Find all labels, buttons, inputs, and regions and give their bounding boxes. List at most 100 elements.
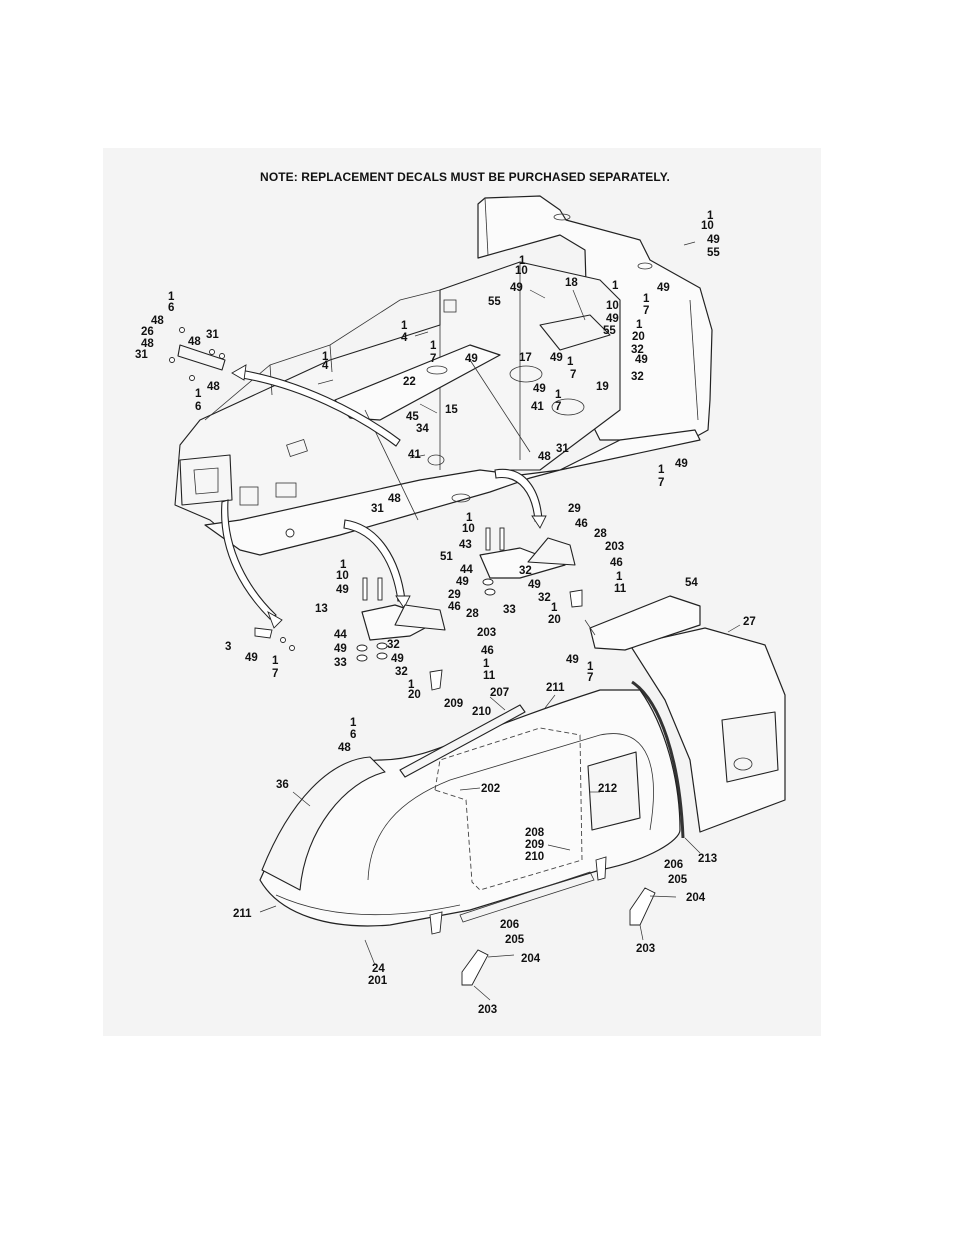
callout-label: 204 <box>686 892 706 904</box>
callout-label: 48 <box>538 451 551 463</box>
assembly-arrows <box>221 364 547 629</box>
callout-label: 211 <box>233 908 252 920</box>
callout-label: 1 <box>658 464 665 476</box>
callout-label: 19 <box>596 381 609 393</box>
callout-label: 34 <box>416 423 429 435</box>
callout-label: 11 <box>614 583 627 595</box>
callout-label: 32 <box>395 666 408 678</box>
callout-label: 10 <box>606 300 619 312</box>
callout-label: 10 <box>462 523 475 535</box>
callout-label: 49 <box>550 352 563 364</box>
callout-label: 7 <box>272 668 278 680</box>
callout-label: 31 <box>135 349 148 361</box>
callout-label: 41 <box>408 449 421 461</box>
callout-label: 1 <box>707 210 714 222</box>
callout-label: 31 <box>206 329 219 341</box>
callout-label: 32 <box>631 371 644 383</box>
callout-label: 202 <box>481 783 500 795</box>
callout-label: 203 <box>477 627 496 639</box>
callout-label: 32 <box>538 592 551 604</box>
callout-label: 201 <box>368 975 388 987</box>
leader-lines <box>259 241 741 1001</box>
callout-label: 1 <box>567 356 574 368</box>
callout-label: 55 <box>707 247 720 259</box>
callout-label: 48 <box>151 315 164 327</box>
callout-label: 207 <box>490 687 509 699</box>
callout-label: 32 <box>519 565 532 577</box>
callout-label: 7 <box>570 369 576 381</box>
callout-label: 48 <box>207 381 220 393</box>
callout-label: 49 <box>675 458 688 470</box>
callout-label: 209 <box>444 698 463 710</box>
callout-label: 49 <box>391 653 404 665</box>
callout-label: 4 <box>322 360 329 372</box>
callout-label: 211 <box>546 682 565 694</box>
callout-label: 26 <box>141 326 154 338</box>
callout-label: 54 <box>685 577 698 589</box>
callout-label: 1 <box>322 351 329 363</box>
callout-label: 7 <box>643 305 649 317</box>
callout-label: 210 <box>525 851 544 863</box>
callout-label: 20 <box>632 331 645 343</box>
callout-label: 1 <box>519 255 526 267</box>
callout-label: 203 <box>605 541 624 553</box>
callout-label: 208 <box>525 827 545 839</box>
callout-label: 29 <box>568 503 581 515</box>
callout-label: 20 <box>408 689 421 701</box>
callout-label: 49 <box>456 576 469 588</box>
left-bracket-hardware <box>169 327 226 381</box>
callout-label: 1 <box>168 291 175 303</box>
callout-label: 41 <box>531 401 544 413</box>
callout-label: 3 <box>225 641 231 653</box>
callout-label: 36 <box>276 779 289 791</box>
callout-label: 33 <box>503 604 516 616</box>
callout-label: 204 <box>521 953 541 965</box>
callout-label: 203 <box>478 1004 497 1016</box>
callout-label: 212 <box>598 783 617 795</box>
callout-label: 29 <box>448 589 461 601</box>
callout-label: 209 <box>525 839 544 851</box>
callout-label: 48 <box>338 742 351 754</box>
callout-label: 31 <box>371 503 384 515</box>
callout-label: 43 <box>459 539 472 551</box>
callout-label: 1 <box>272 655 279 667</box>
callout-label: 13 <box>315 603 328 615</box>
callout-label: 49 <box>528 579 541 591</box>
callout-label: 17 <box>519 352 532 364</box>
callout-label: 206 <box>500 919 519 931</box>
callout-label: 1 <box>616 571 623 583</box>
callout-label: 44 <box>334 629 347 641</box>
callout-label: 1 <box>430 340 437 352</box>
callout-label: 7 <box>587 672 593 684</box>
callout-label: 1 <box>340 559 347 571</box>
hood-latches <box>429 856 656 986</box>
callout-label: 20 <box>548 614 561 626</box>
hood-assembly <box>259 595 786 927</box>
callout-label: 28 <box>466 608 479 620</box>
callout-label: 22 <box>403 376 416 388</box>
callout-label: 49 <box>510 282 523 294</box>
callout-label: 1 <box>401 320 408 332</box>
callout-label: 1 <box>612 280 619 292</box>
callout-label: 24 <box>372 963 385 975</box>
callout-label: 7 <box>430 353 436 365</box>
callout-label: 46 <box>481 645 494 657</box>
callout-label: 48 <box>388 493 401 505</box>
callout-label: 32 <box>631 344 644 356</box>
callout-label: 10 <box>336 570 349 582</box>
callout-label: 1 <box>636 319 643 331</box>
callout-label: 10 <box>515 265 528 277</box>
callout-label: 49 <box>657 282 670 294</box>
right-mount-assembly <box>479 527 583 608</box>
callout-label: 7 <box>658 477 664 489</box>
callout-label: 6 <box>195 401 201 413</box>
callout-label: 55 <box>603 325 616 337</box>
callout-label: 11 <box>483 670 496 682</box>
callout-label: 10 <box>701 220 714 232</box>
callout-label: 28 <box>594 528 607 540</box>
callout-label: 32 <box>387 639 400 651</box>
callout-label: 1 <box>643 293 650 305</box>
callout-label: 49 <box>635 354 648 366</box>
